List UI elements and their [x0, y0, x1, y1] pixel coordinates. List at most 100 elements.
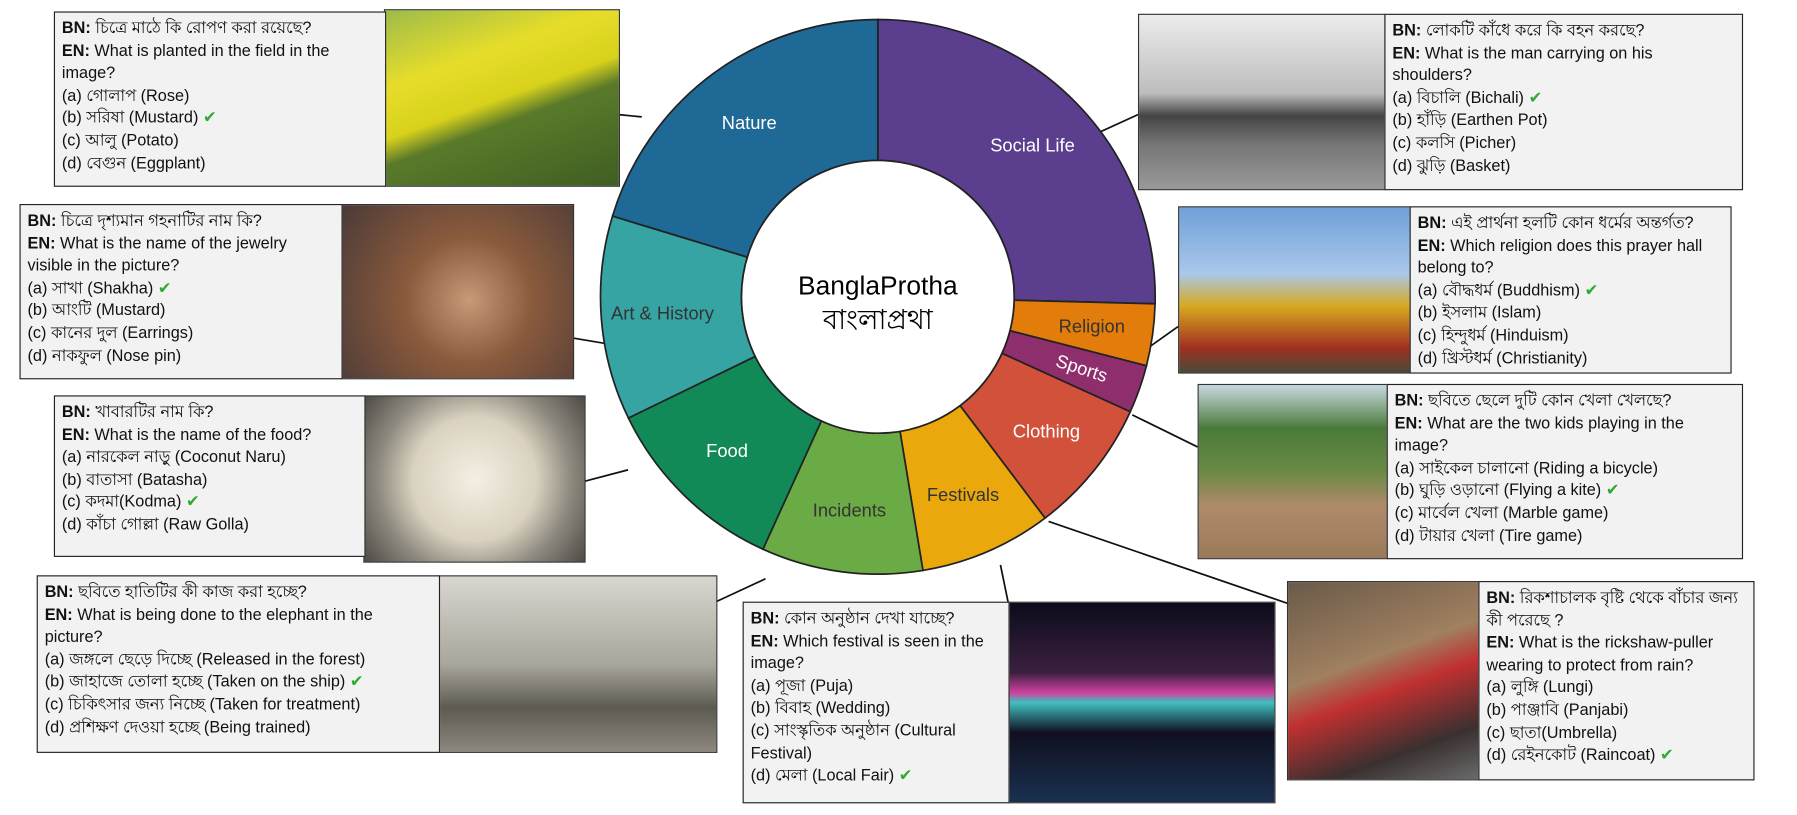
food-photo	[363, 395, 586, 563]
nature-photo	[383, 9, 620, 187]
option-text: (d) কাঁচা গোল্লা (Raw Golla)	[61, 515, 249, 535]
question-bn: BN: রিকশাচালক বৃষ্টি থেকে বাঁচার জন্য কী…	[1486, 588, 1746, 633]
question-en: EN: What is being done to the elephant i…	[45, 605, 432, 650]
question-en-text: What is being done to the elephant in th…	[44, 605, 373, 647]
answer-option: (a) সাইকেল চালানো (Riding a bicycle)	[1395, 458, 1735, 480]
option-text: (a) লুঙ্গি (Lungi)	[1486, 678, 1594, 698]
option-text: (a) বিচালি (Bichali)	[1392, 89, 1524, 108]
answer-option: (a) জঙ্গলে ছেড়ে দিচ্ছে (Released in the…	[45, 650, 432, 672]
question-en-text: What is the rickshaw-puller wearing to p…	[1486, 633, 1714, 675]
festival-question-panel: BN: কোন অনুষ্ঠান দেখা যাচ্ছে?EN: Which f…	[742, 601, 1010, 804]
question-en: EN: What is the rickshaw-puller wearing …	[1486, 633, 1746, 678]
option-text: (d) টায়ার খেলা (Tire game)	[1394, 526, 1583, 545]
option-text: (b) হাঁড়ি (Earthen Pot)	[1392, 111, 1548, 130]
bn-label: BN:	[61, 403, 91, 422]
option-text: (d) ঝুড়ি (Basket)	[1392, 156, 1511, 175]
check-icon: ✔	[1584, 281, 1599, 301]
connector-line	[572, 337, 608, 345]
connector-line	[1048, 520, 1290, 605]
answer-option: (b) সরিষা (Mustard)✔	[62, 108, 378, 130]
option-text: (d) খ্রিস্টধর্ম (Christianity)	[1417, 349, 1588, 368]
answer-option: (b) ইসলাম (Islam)	[1418, 303, 1724, 325]
question-bn-text: খাবারটির নাম কি?	[95, 403, 214, 422]
connector-line	[1150, 325, 1179, 347]
question-en-text: What is the name of the jewelry visible …	[27, 234, 287, 276]
question-bn-text: ছবিতে হাতিটির কী কাজ করা হচ্ছে?	[78, 583, 307, 602]
food-question-panel: BN: খাবারটির নাম কি?EN: What is the name…	[53, 395, 366, 557]
check-icon: ✔	[898, 766, 913, 786]
segment-label: Festivals	[927, 484, 999, 505]
option-text: (d) রেইনকোট (Raincoat)	[1486, 746, 1656, 765]
answer-option: (a) বিচালি (Bichali)✔	[1392, 88, 1735, 110]
answer-option: (d) ঝুড়ি (Basket)	[1392, 155, 1735, 177]
question-bn-text: চিত্রে মাঠে কি রোপণ করা রয়েছে?	[95, 19, 312, 38]
connector-line	[1097, 113, 1139, 134]
check-icon: ✔	[1605, 481, 1620, 501]
question-bn-text: এই প্রার্থনা হলটি কোন ধর্মের অন্তর্গত?	[1451, 214, 1694, 233]
answer-option: (a) গোলাপ (Rose)	[62, 86, 378, 108]
bn-label: BN:	[750, 609, 780, 629]
social-question-panel: BN: লোকটি কাঁধে করে কি বহন করছে?EN: What…	[1384, 13, 1744, 191]
option-text: (b) ঘুড়ি ওড়ানো (Flying a kite)	[1394, 481, 1602, 501]
answer-option: (d) খ্রিস্টধর্ম (Christianity)	[1418, 348, 1724, 370]
rickshaw-question-panel: BN: রিকশাচালক বৃষ্টি থেকে বাঁচার জন্য কী…	[1478, 581, 1755, 781]
option-text: (b) বাতাসা (Batasha)	[61, 470, 208, 490]
nature-question-panel: BN: চিত্রে মাঠে কি রোপণ করা রয়েছে?EN: W…	[53, 11, 387, 187]
option-text: (b) ইসলাম (Islam)	[1417, 304, 1542, 323]
question-bn-text: চিত্রে দৃশ্যমান গহনাটির নাম কি?	[60, 212, 262, 231]
segment-label: Social Life	[990, 135, 1075, 156]
option-text: (d) নাকফুল (Nose pin)	[27, 346, 182, 366]
bn-label: BN:	[27, 212, 57, 231]
option-text: (a) পূজা (Puja)	[750, 677, 854, 696]
segment-label: Religion	[1059, 315, 1125, 336]
question-en-text: Which festival is seen in the image?	[750, 632, 984, 673]
question-bn: BN: খাবারটির নাম কি?	[62, 402, 358, 424]
question-bn: BN: চিত্রে মাঠে কি রোপণ করা রয়েছে?	[62, 18, 378, 40]
religion-photo	[1178, 206, 1411, 374]
connector-line	[715, 577, 766, 603]
elephant-photo	[437, 575, 718, 753]
option-text: (a) গোলাপ (Rose)	[61, 86, 190, 106]
segment-label: Food	[706, 440, 748, 461]
option-text: (c) হিন্দুধর্ম (Hinduism)	[1417, 326, 1569, 345]
option-text: (b) জাহাজে তোলা হচ্ছে (Taken on the ship…	[44, 673, 346, 692]
answer-option: (c) আলু (Potato)	[62, 131, 378, 153]
answer-option: (d) রেইনকোট (Raincoat)✔	[1486, 745, 1746, 767]
option-text: (d) প্রশিক্ষণ দেওয়া হচ্ছে (Being traine…	[44, 718, 311, 737]
option-text: (c) আলু (Potato)	[61, 131, 179, 151]
festival-photo	[1008, 601, 1276, 804]
answer-option: (d) প্রশিক্ষণ দেওয়া হচ্ছে (Being traine…	[45, 717, 432, 739]
question-en-text: Which religion does this prayer hall bel…	[1417, 236, 1703, 278]
question-en: EN: What is the man carrying on his shou…	[1392, 43, 1735, 88]
option-text: (a) সাখা (Shakha)	[27, 279, 154, 298]
option-text: (c) ছাতা(Umbrella)	[1486, 723, 1618, 743]
check-icon: ✔	[1660, 746, 1674, 765]
sports-photo	[1197, 383, 1388, 560]
segment-label: Art & History	[611, 302, 715, 323]
en-label: EN:	[750, 632, 779, 651]
question-bn: BN: ছবিতে ছেলে দুটি কোন খেলা খেলছে?	[1395, 391, 1735, 413]
answer-option: (c) কানের দুল (Earrings)	[28, 323, 335, 345]
en-label: EN:	[1392, 44, 1421, 63]
question-bn-text: ছবিতে ছেলে দুটি কোন খেলা খেলছে?	[1428, 391, 1672, 411]
option-text: (b) সরিষা (Mustard)	[61, 109, 199, 128]
option-text: (a) নারকেল নাড়ু (Coconut Naru)	[61, 448, 286, 467]
question-bn: BN: চিত্রে দৃশ্যমান গহনাটির নাম কি?	[28, 211, 335, 233]
option-text: (c) মার্বেল খেলা (Marble game)	[1394, 504, 1609, 523]
option-text: (b) বিবাহ (Wedding)	[750, 699, 891, 718]
answer-option: (c) সাংস্কৃতিক অনুষ্ঠান (Cultural Festiv…	[751, 721, 1002, 766]
segment-label: Clothing	[1013, 421, 1080, 442]
answer-option: (b) জাহাজে তোলা হচ্ছে (Taken on the ship…	[45, 672, 432, 694]
question-bn-text: লোকটি কাঁধে করে কি বহন করছে?	[1425, 21, 1645, 41]
answer-option: (c) কলসি (Picher)	[1392, 133, 1735, 155]
answer-option: (d) নাকফুল (Nose pin)	[28, 346, 335, 368]
question-en: EN: What is planted in the field in the …	[62, 41, 378, 86]
en-label: EN:	[1394, 414, 1423, 433]
answer-option: (c) মার্বেল খেলা (Marble game)	[1395, 503, 1735, 525]
option-text: (c) সাংস্কৃতিক অনুষ্ঠান (Cultural Festiv…	[750, 721, 956, 763]
answer-option: (c) হিন্দুধর্ম (Hinduism)	[1418, 325, 1724, 347]
center-title-bn: বাংলাপ্রথা	[822, 304, 934, 335]
bn-label: BN:	[61, 19, 91, 38]
religion-question-panel: BN: এই প্রার্থনা হলটি কোন ধর্মের অন্তর্গ…	[1409, 206, 1732, 374]
